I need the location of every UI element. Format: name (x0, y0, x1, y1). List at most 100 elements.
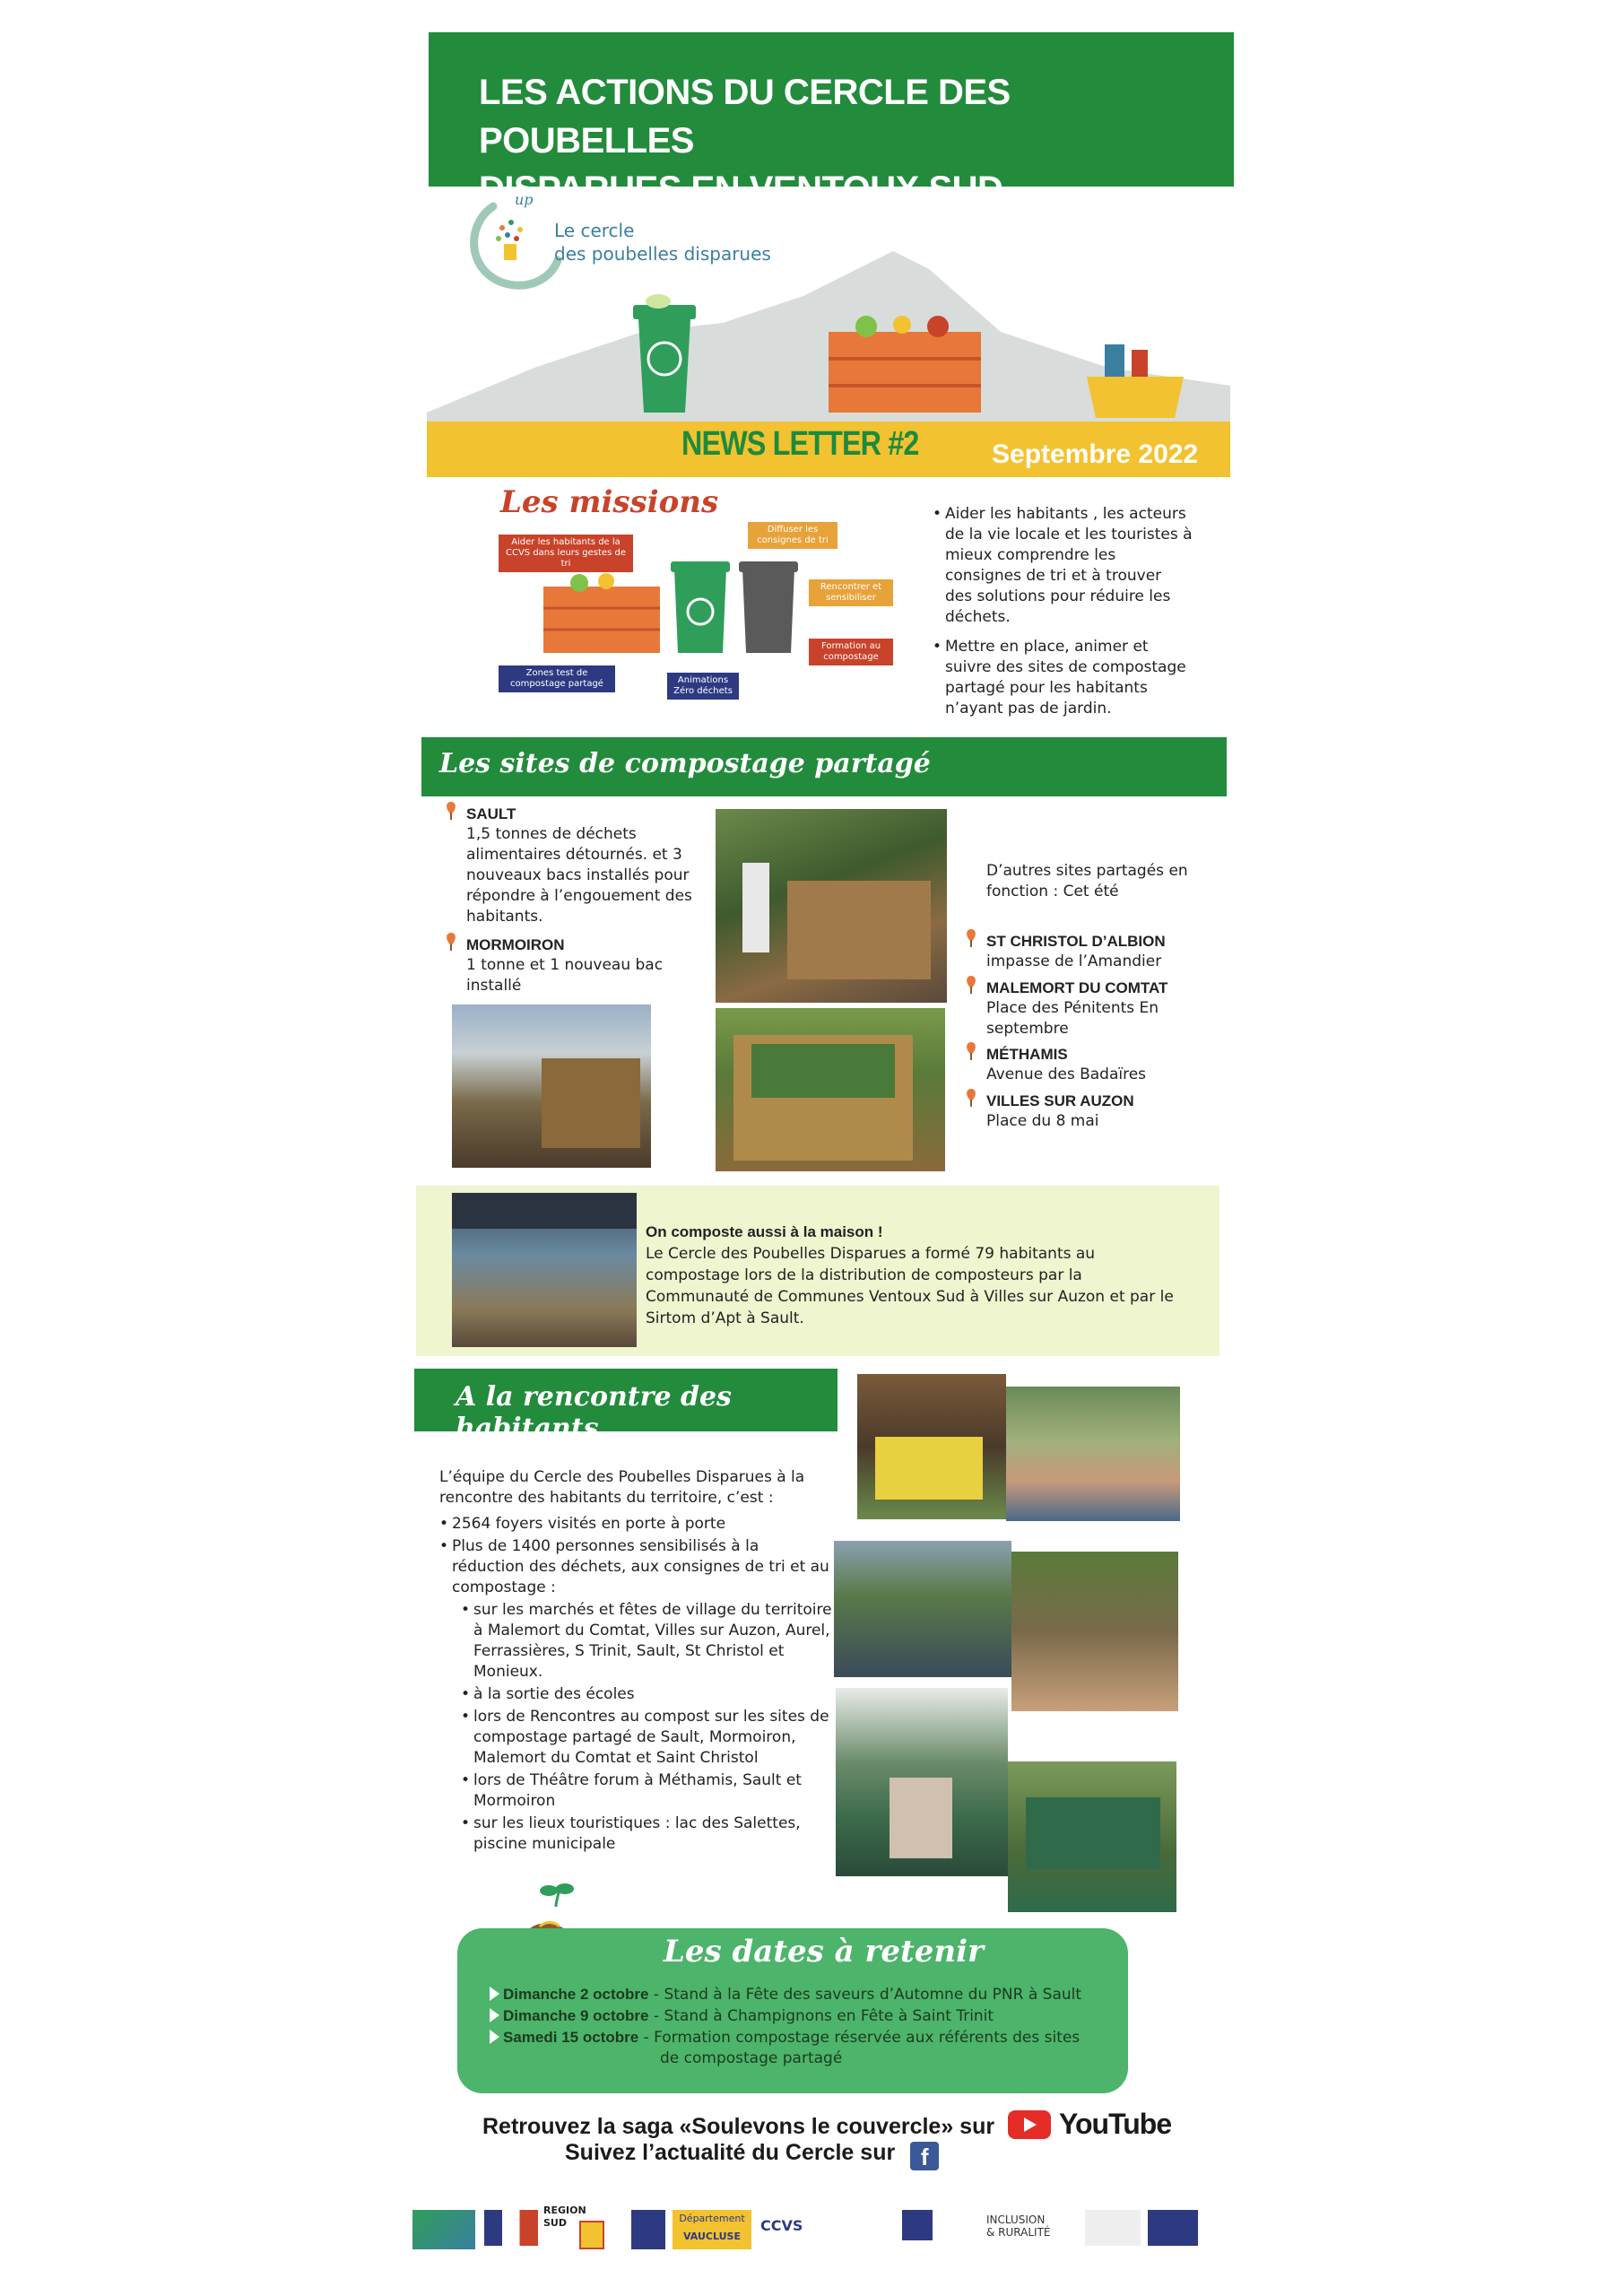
photo-compost-site (716, 809, 947, 1003)
play-arrow-icon (490, 2030, 499, 2044)
dates-title: Les dates à retenir (664, 1934, 984, 1970)
list-item: sur les marchés et fêtes de village du t… (461, 1600, 834, 1683)
departement-label: Département (679, 2213, 745, 2224)
departement-vaucluse-logo: Département VAUCLUSE (673, 2210, 751, 2249)
republique-francaise-logo (484, 2210, 538, 2246)
site-text: Place des Pénitents En septembre (986, 999, 1159, 1038)
site-text: Place du 8 mai (986, 1112, 1099, 1130)
youtube-icon[interactable] (1008, 2110, 1052, 2139)
title-banner: LES ACTIONS DU CERCLE DES POUBELLES DISP… (429, 32, 1234, 209)
vaucluse-emblem-icon (631, 2210, 665, 2249)
tag-rencontrer: Rencontrer et sensibiliser (809, 579, 893, 606)
list-item: Aider les habitants , les acteurs de la … (933, 504, 1193, 628)
date-day: Samedi 15 octobre (503, 2029, 639, 2046)
facebook-line: Suivez l’actualité du Cercle sur f (565, 2140, 940, 2170)
site-text: impasse de l’Amandier (986, 952, 1162, 970)
list-item: Mettre en place, animer et suivre des si… (933, 637, 1193, 719)
tag-zones: Zones test de compostage partagé (499, 665, 615, 692)
ccvs-logo: CCVS (760, 2217, 803, 2234)
region-shield-icon (579, 2221, 604, 2249)
date-row: Dimanche 9 octobre - Stand à Champignons… (490, 2005, 994, 2027)
missions-title: Les missions (500, 484, 719, 520)
photo-mormoiron (452, 1004, 651, 1168)
youtube-line: Retrouvez la saga «Soulevons le couvercl… (482, 2108, 1172, 2141)
pin-icon (967, 1089, 976, 1107)
leader-europe-logo (412, 2210, 475, 2249)
rencontre-intro: L’équipe du Cercle des Poubelles Disparu… (439, 1468, 805, 1507)
svg-text:up: up (515, 191, 534, 208)
ruralite-label: & RURALITÉ (986, 2226, 1051, 2239)
date-text: - Formation compostage réservée aux réfé… (638, 2029, 1081, 2047)
basket-icon (1087, 344, 1184, 418)
logo-text-line-2: des poubelles disparues (554, 243, 771, 265)
rencontre-list: 2564 foyers visités en porte à porte Plu… (439, 1514, 834, 1857)
date-day: Dimanche 2 octobre (503, 1986, 649, 2003)
list-item: lors de Rencontres au compost sur les si… (461, 1707, 834, 1769)
logo-text-line-1: Le cercle (554, 220, 635, 241)
list-item: sur les lieux touristiques : lac des Sal… (461, 1813, 834, 1855)
youtube-text: Retrouvez la saga «Soulevons le couvercl… (482, 2114, 995, 2139)
photo-stand-table (857, 1374, 1006, 1519)
logo-text: Le cercle des poubelles disparues (554, 219, 771, 265)
tag-aider: Aider les habitants de la CCVS dans leur… (499, 535, 633, 572)
site-name: ST CHRISTOL D’ALBION (986, 933, 1166, 950)
eu-flag-icon (1148, 2210, 1198, 2246)
missions-bins-icon (543, 561, 798, 653)
sites-right-intro: D’autres sites partagés en fonction : Ce… (986, 862, 1188, 900)
cercle-logo-icon: up (470, 191, 562, 290)
title-line-1: LES ACTIONS DU CERCLE DES POUBELLES (479, 73, 1011, 161)
play-arrow-icon (490, 1987, 499, 2001)
region-sud-logo: REGION SUD (543, 2205, 586, 2229)
site-text: Avenue des Badaïres (986, 1065, 1147, 1083)
site-malemort: MALEMORT DU COMTAT Place des Pénitents E… (967, 976, 1202, 1039)
tag-formation: Formation au compostage (809, 639, 893, 665)
site-sault: SAULT 1,5 tonnes de déchets alimentaires… (447, 802, 708, 927)
date-day: Dimanche 9 octobre (503, 2007, 649, 2024)
site-methamis: MÉTHAMIS Avenue des Badaïres (967, 1042, 1202, 1085)
pin-icon (967, 976, 976, 994)
sites-header: Les sites de compostage partagé (421, 737, 1227, 796)
hero-illustration (427, 251, 1230, 439)
list-item: Plus de 1400 personnes sensibilisés à la… (439, 1536, 834, 1598)
site-text: 1 tonne et 1 nouveau bac installé (466, 956, 664, 995)
rencontre-header: A la rencontre des habitants (414, 1369, 838, 1444)
photo-distribution (452, 1193, 637, 1347)
date-text: - Stand à Champignons en Fête à Saint Tr… (648, 2007, 994, 2025)
newsletter-date: Septembre 2022 (992, 439, 1199, 469)
date-text: - Stand à la Fête des saveurs d’Automne … (648, 1986, 1082, 2004)
date-row: Samedi 15 octobre - Formation compostage… (490, 2027, 1080, 2048)
newsletter-band (427, 422, 1230, 477)
green-bin-icon (633, 294, 696, 413)
missions-bullets: Aider les habitants , les acteurs de la … (933, 504, 1193, 728)
missions-graphic: Aider les habitants de la CCVS dans leur… (499, 522, 893, 701)
pin-icon (447, 933, 456, 951)
play-arrow-icon (490, 2008, 499, 2022)
photo-market-stand (1006, 1387, 1180, 1521)
photo-village-fete (1011, 1552, 1178, 1711)
list-item: lors de Théâtre forum à Méthamis, Sault … (461, 1770, 834, 1812)
facebook-icon[interactable]: f (910, 2142, 940, 2170)
facebook-text: Suivez l’actualité du Cercle sur (565, 2140, 896, 2165)
photo-compost-bin (716, 1008, 945, 1171)
site-name: SAULT (466, 805, 516, 822)
date-row: Dimanche 2 octobre - Stand à la Fête des… (490, 1984, 1081, 2005)
site-name: MORMOIRON (466, 936, 565, 953)
compose-lead: On composte aussi à la maison ! (646, 1223, 883, 1240)
site-st-christol: ST CHRISTOL D’ALBION impasse de l’Amandi… (967, 929, 1202, 972)
list-item: 2564 foyers visités en porte à porte (439, 1514, 834, 1535)
compost-crate-icon (829, 316, 981, 413)
pin-icon (967, 1042, 976, 1060)
list-item: à la sortie des écoles (461, 1684, 834, 1705)
partner-logo-faded (1085, 2210, 1141, 2246)
tag-animations: Animations Zéro déchets (667, 673, 739, 700)
pin-icon (447, 802, 456, 820)
date-continuation: de compostage partagé (660, 2049, 843, 2067)
partner-logos: REGION SUD Département VAUCLUSE CCVS INC… (412, 2205, 1202, 2267)
tag-diffuser: Diffuser les consignes de tri (748, 522, 838, 549)
site-name: VILLES SUR AUZON (986, 1092, 1134, 1109)
photo-compost-display (1008, 1761, 1176, 1912)
pin-icon (967, 929, 976, 947)
dates-box (457, 1928, 1128, 2093)
compose-body: Le Cercle des Poubelles Disparues a form… (646, 1245, 1174, 1327)
youtube-label[interactable]: YouTube (1059, 2108, 1172, 2140)
